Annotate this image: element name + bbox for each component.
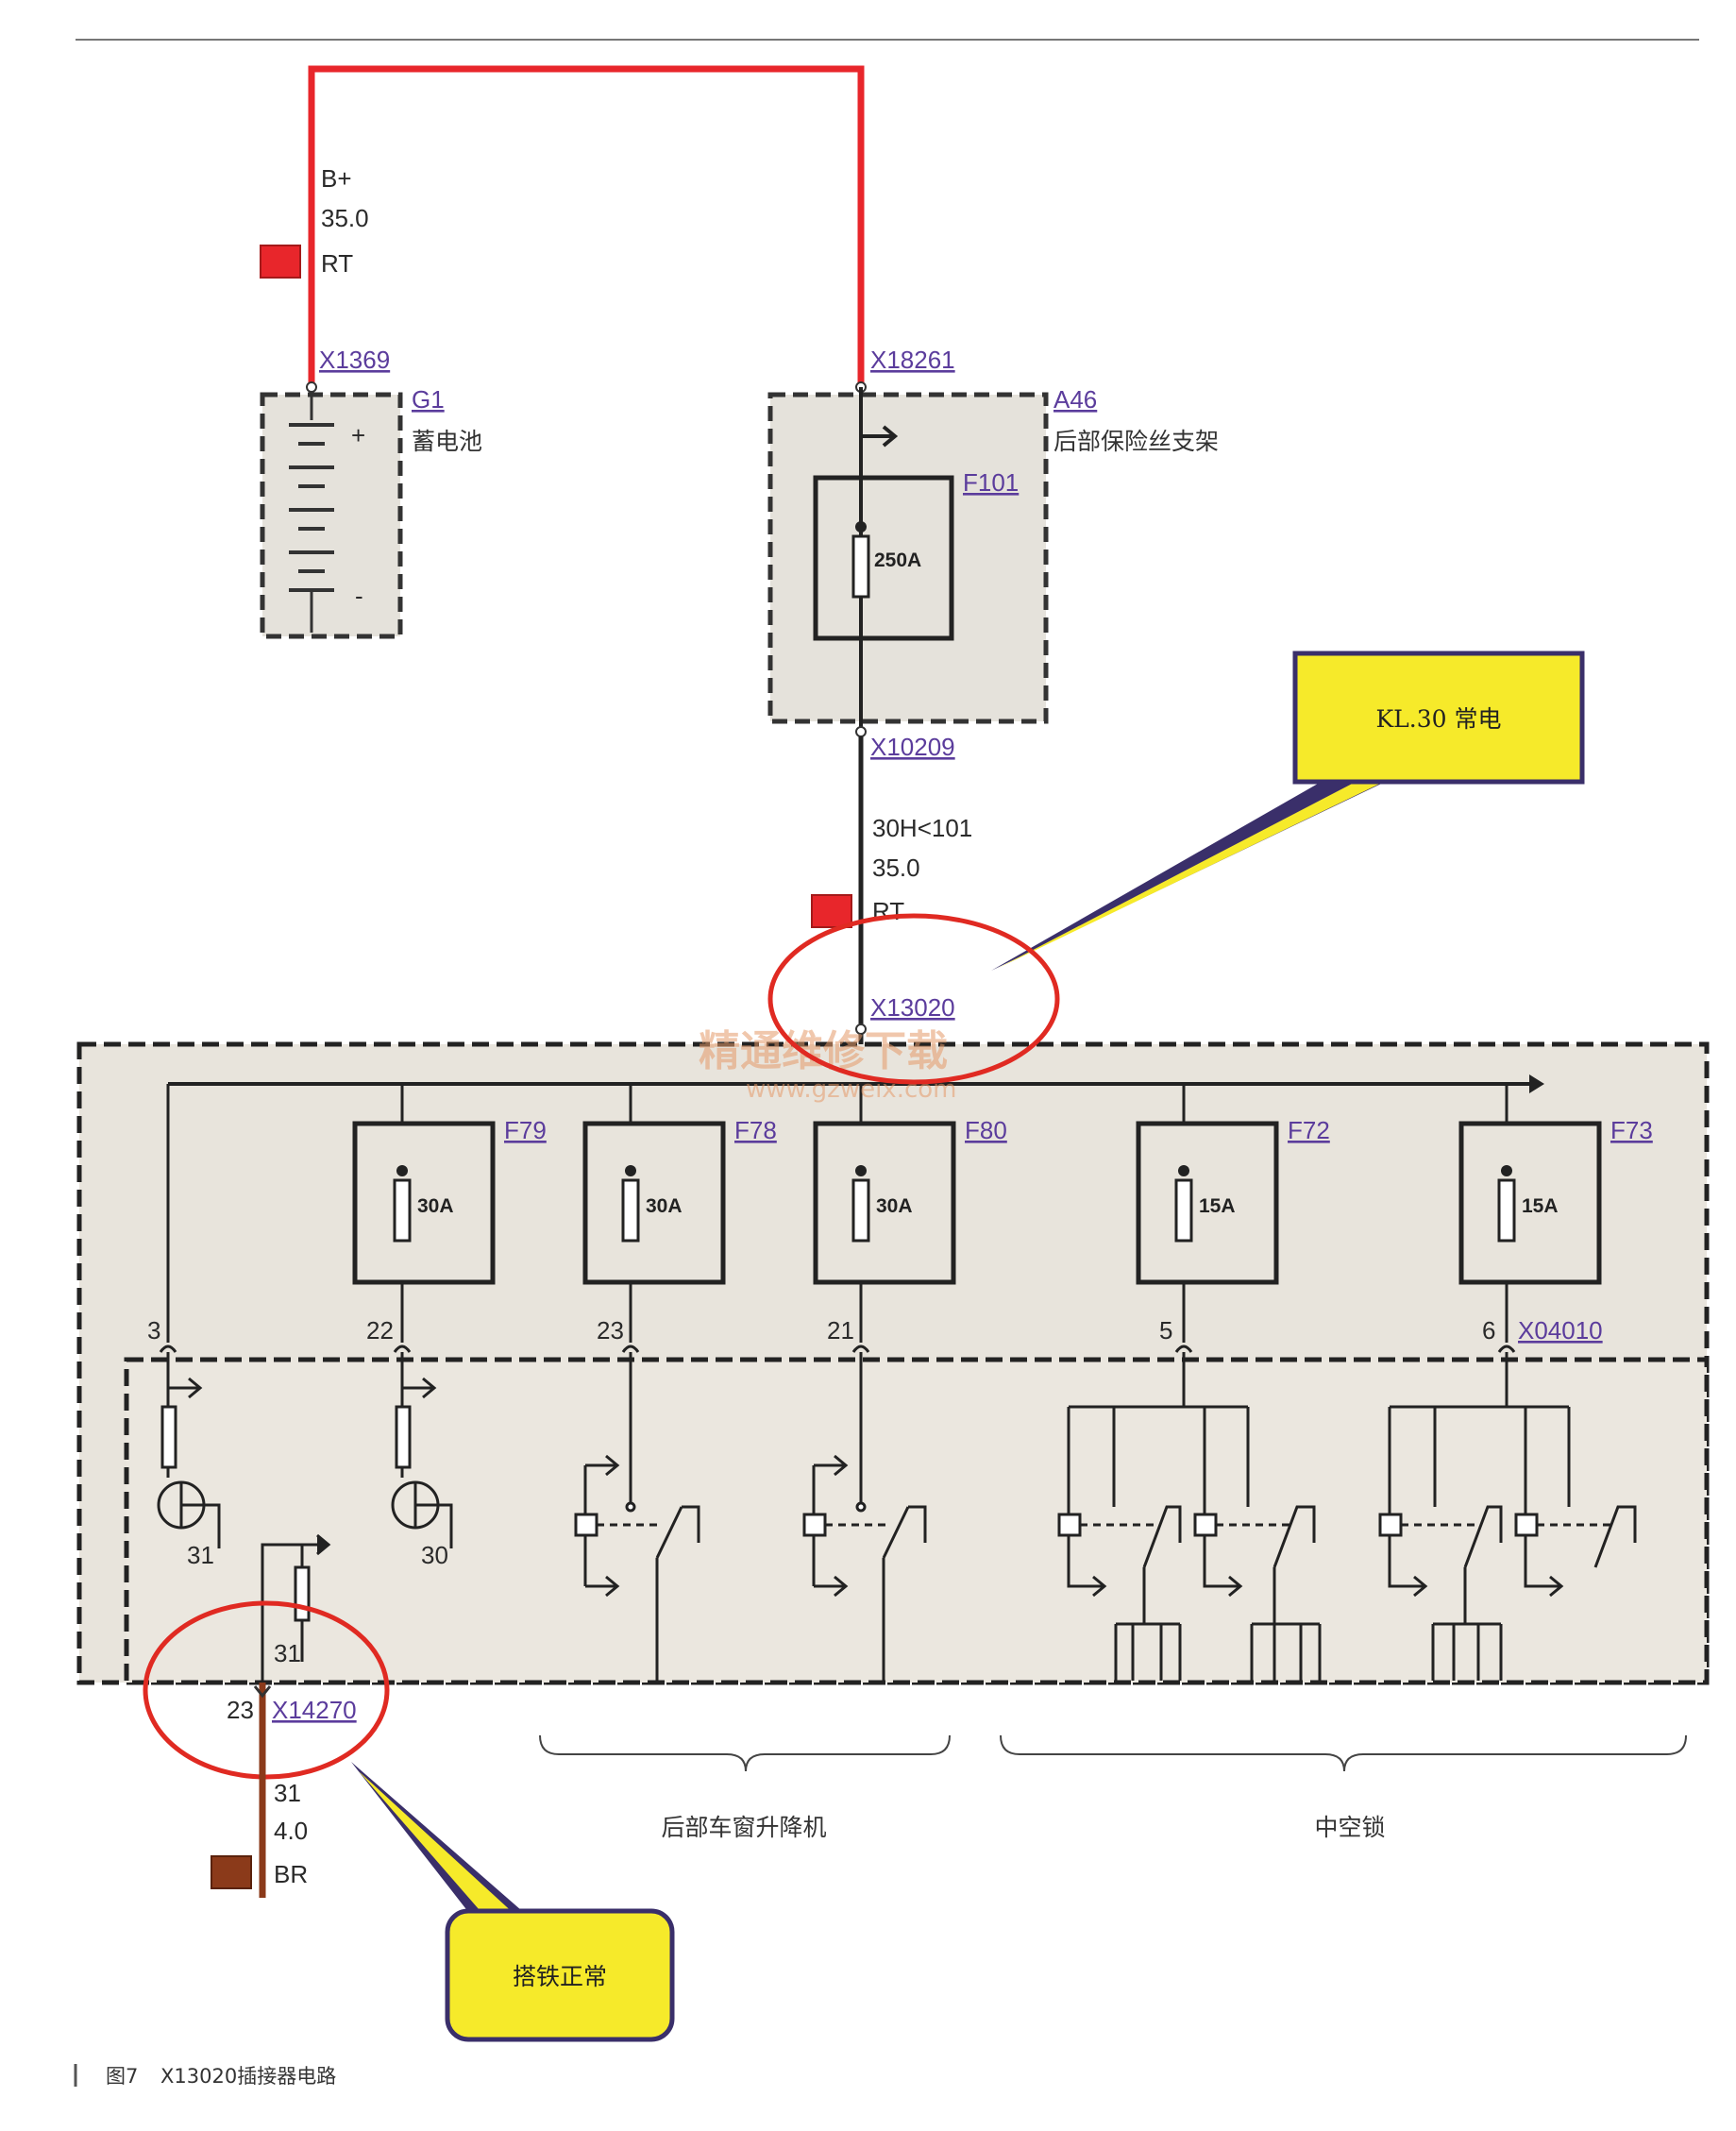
fuse-carrier-output-terminal <box>855 726 867 737</box>
brace-rear-window <box>539 1734 951 1772</box>
fuse-f72-rating: 15A <box>1199 1195 1236 1217</box>
inner-module-panel <box>124 1357 1710 1685</box>
mid-wire-size: 35.0 <box>872 854 920 882</box>
fuse-f79-rating: 30A <box>417 1195 454 1217</box>
pin-5: 5 <box>1159 1316 1172 1345</box>
pin-23: 23 <box>597 1316 624 1345</box>
motor2-ground: 30 <box>421 1541 448 1569</box>
ground-connector[interactable]: X14270 <box>272 1696 357 1724</box>
fuse-carrier-id[interactable]: A46 <box>1053 385 1097 414</box>
fuse-f79[interactable] <box>352 1084 496 1343</box>
fuse-carrier-output-connector[interactable]: X10209 <box>870 733 955 761</box>
bus-arrow-icon <box>1529 1074 1544 1093</box>
brace-central-lock <box>1000 1734 1687 1772</box>
fuse-carrier-name: 后部保险丝支架 <box>1053 428 1219 455</box>
battery-wire-circuit: B+ <box>321 164 352 193</box>
battery-wire-color: RT <box>321 249 353 278</box>
battery-id[interactable]: G1 <box>412 385 445 414</box>
battery-name: 蓄电池 <box>412 428 482 455</box>
callout-top-box <box>1292 651 1585 785</box>
lock-relays-2 <box>1378 1352 1637 1681</box>
fuse-f79-id[interactable]: F79 <box>504 1116 547 1144</box>
fuse-f101-rating: 250A <box>874 550 921 571</box>
bplus-wire <box>308 65 865 387</box>
callout-bottom-box <box>445 1908 675 2042</box>
lock-relays-1 <box>1057 1352 1322 1681</box>
callout-bottom-text: 搭铁正常 <box>513 1963 607 1990</box>
fuse-f78-id[interactable]: F78 <box>734 1116 777 1144</box>
ground-pin: 23 <box>227 1696 254 1724</box>
fuse-f78-rating: 30A <box>646 1195 683 1217</box>
battery-wire-size: 35.0 <box>321 204 369 232</box>
x04010-connector[interactable]: X04010 <box>1518 1316 1603 1345</box>
window-relay-2 <box>802 1352 927 1681</box>
fuse-f78[interactable] <box>582 1084 726 1343</box>
fuse-f72[interactable] <box>1136 1084 1279 1343</box>
battery-terminal <box>306 381 317 393</box>
highlight-x14270 <box>143 1600 390 1780</box>
motor1-ground: 31 <box>187 1541 214 1569</box>
main-connector-label[interactable]: X13020 <box>870 993 955 1022</box>
callout-bottom-pointer <box>351 1762 529 1917</box>
fuse-f73[interactable] <box>1458 1084 1602 1343</box>
pin-21: 21 <box>827 1316 854 1345</box>
group-rear-window: 后部车窗升降机 <box>661 1814 826 1841</box>
ground-wire-color: BR <box>274 1860 308 1888</box>
arrow-icon <box>861 425 899 448</box>
figure-caption: X13020插接器电路 <box>160 2065 336 2088</box>
fuse-carrier-input-connector[interactable]: X18261 <box>870 346 955 374</box>
battery-minus-sign: - <box>355 582 363 610</box>
figure-number: 图7 <box>106 2065 138 2088</box>
fuse-f80-rating: 30A <box>876 1195 913 1217</box>
battery-cells-icon <box>289 423 334 592</box>
pin-6: 6 <box>1482 1316 1495 1345</box>
wire-color-swatch-red-2 <box>811 894 852 928</box>
ground-internal <box>261 1533 331 1681</box>
watermark-line1: 精通维修下载 <box>699 1027 948 1075</box>
motor-circuit-2 <box>391 1352 453 1548</box>
fuse-f101-element <box>851 534 870 599</box>
wire-color-swatch-brown <box>211 1855 252 1889</box>
highlight-x13020 <box>767 913 1060 1085</box>
internal-ground-label: 31 <box>274 1639 301 1667</box>
callout-top-text: KL.30 常电 <box>1376 705 1502 733</box>
motor-circuit-1 <box>157 1352 221 1548</box>
fuse-f80-id[interactable]: F80 <box>965 1116 1007 1144</box>
fuse-f101-id[interactable]: F101 <box>963 468 1019 497</box>
battery-box <box>260 392 403 639</box>
mid-wire-color: RT <box>872 897 904 925</box>
pin-3: 3 <box>147 1316 160 1345</box>
ground-wire-size: 4.0 <box>274 1817 308 1845</box>
window-relay-1 <box>574 1352 700 1681</box>
fuse-f73-rating: 15A <box>1522 1195 1559 1217</box>
fuse-f101-box <box>813 475 954 641</box>
fuse-f80[interactable] <box>813 1084 956 1343</box>
battery-connector[interactable]: X1369 <box>319 346 390 374</box>
pin-22: 22 <box>366 1316 394 1345</box>
ground-wire-circuit: 31 <box>274 1779 301 1807</box>
wire-color-swatch-red <box>260 245 301 279</box>
fuse-f72-id[interactable]: F72 <box>1288 1116 1330 1144</box>
mid-wire-circuit: 30H<101 <box>872 814 972 842</box>
main-connector-terminal <box>855 1023 867 1035</box>
fuse-f73-id[interactable]: F73 <box>1610 1116 1653 1144</box>
group-central-lock: 中空锁 <box>1314 1814 1385 1841</box>
battery-plus-sign: + <box>351 421 365 449</box>
